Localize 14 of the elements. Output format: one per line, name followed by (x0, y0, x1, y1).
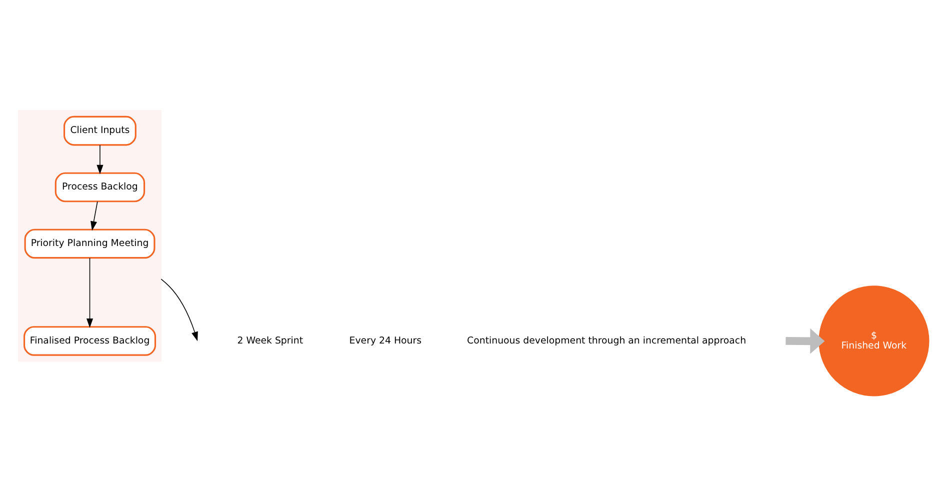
node-box: Finalised Process Backlog (24, 326, 156, 356)
arrow (786, 328, 825, 354)
arrow (86, 257, 94, 328)
node-box: Priority Planning Meeting (24, 228, 156, 258)
arrow (96, 144, 104, 174)
node-box: Client Inputs (64, 115, 136, 146)
label: Every 24 Hours (349, 334, 422, 346)
label: 2 Week Sprint (237, 334, 304, 346)
node-circle: $ Finished Work (818, 285, 930, 396)
cluster (18, 110, 162, 362)
node-box: Process Backlog (54, 172, 146, 202)
label: Continuous development through an incremental approach (467, 334, 746, 346)
arrow (90, 200, 98, 230)
arrow (160, 278, 198, 341)
